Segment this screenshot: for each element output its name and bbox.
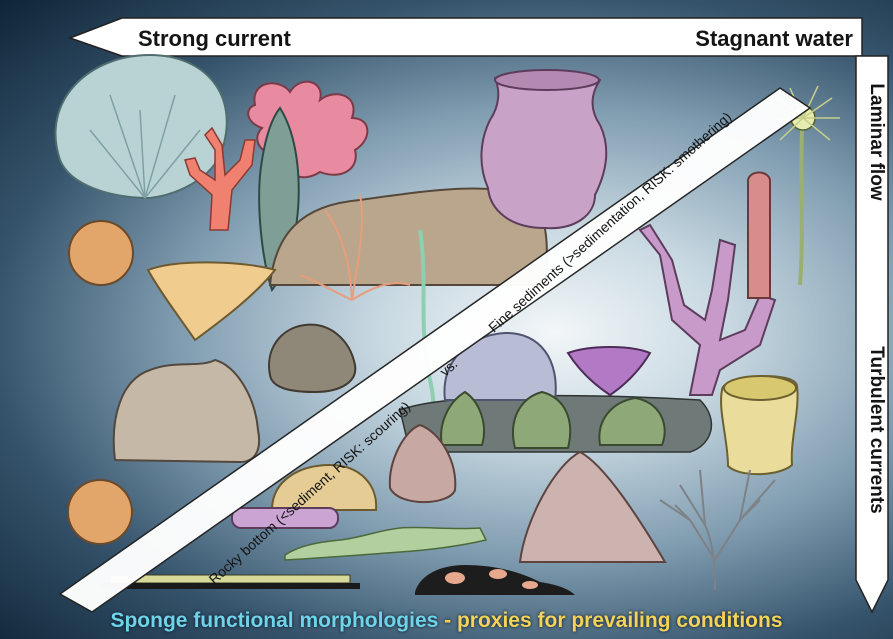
dendritic-sponge-icon — [660, 470, 775, 590]
thin-encrusting-sponge-icon — [110, 575, 350, 583]
patch-icon — [445, 572, 465, 584]
strong-current-label: Strong current — [138, 26, 291, 52]
green-encrusting-sponge-icon — [285, 527, 486, 560]
caption: Sponge functional morphologies - proxies… — [0, 609, 893, 633]
turbulent-currents-label: Turbulent currents — [865, 346, 887, 514]
patch-icon — [489, 569, 507, 579]
rock-substrate — [100, 583, 360, 589]
cone-sponge-icon — [520, 452, 665, 562]
laminar-flow-label: Laminar flow — [865, 83, 887, 200]
vase-sponge-icon — [721, 376, 798, 474]
caption-rest: - proxies for prevailing conditions — [438, 609, 782, 632]
funnel-sponge-icon — [568, 347, 650, 395]
caption-highlight: Sponge functional morphologies — [110, 609, 438, 632]
cup-sponge-icon — [148, 262, 275, 340]
patch-icon — [522, 581, 538, 589]
barrel-sponge-icon — [481, 70, 606, 228]
ball-sponge-icon — [69, 221, 133, 285]
tube-sponge-icon — [748, 173, 770, 299]
knobby-sponge-icon — [114, 360, 259, 462]
stagnant-water-label: Stagnant water — [695, 26, 853, 52]
ball-sponge-icon — [68, 480, 132, 544]
rock-sponge-icon — [269, 325, 355, 392]
